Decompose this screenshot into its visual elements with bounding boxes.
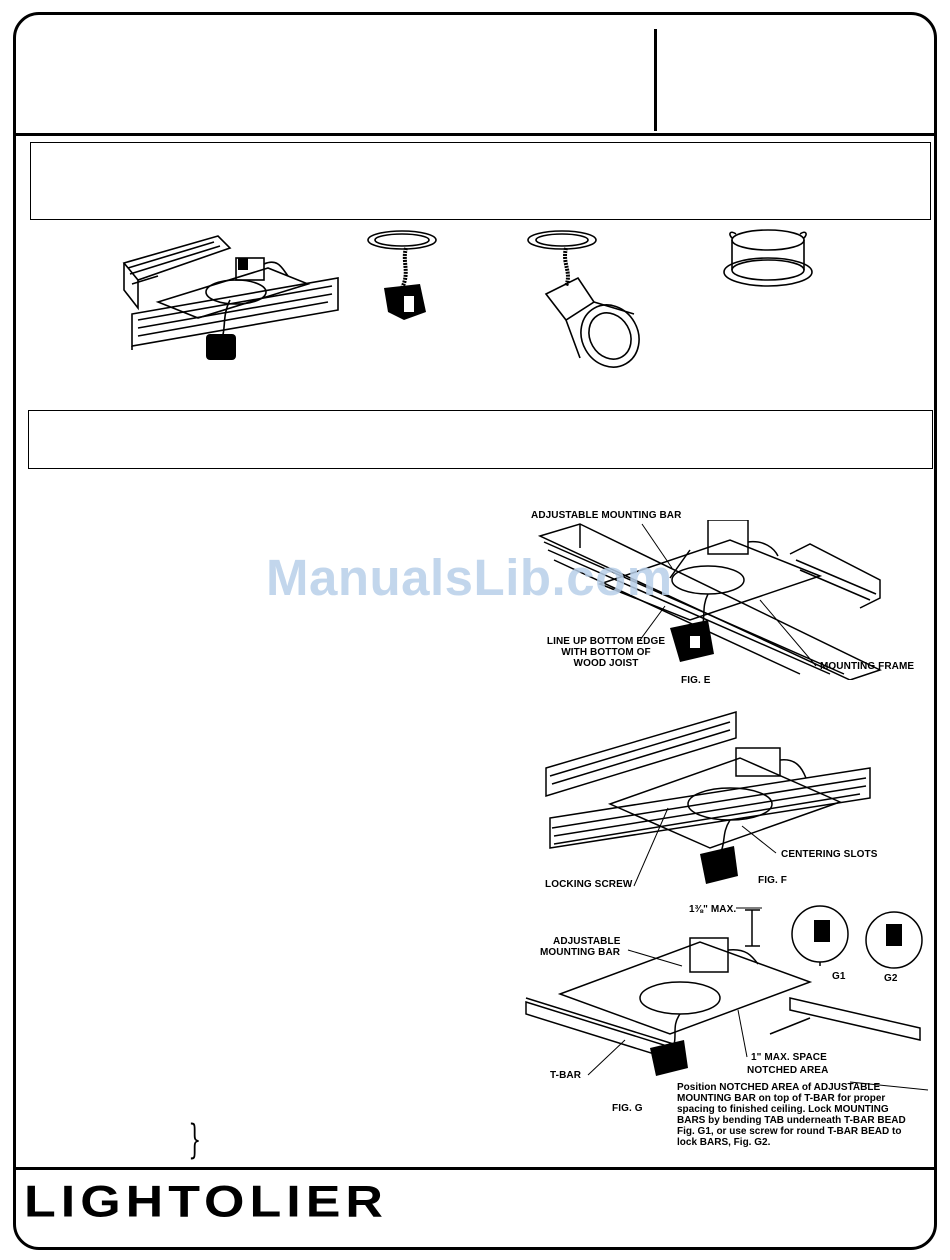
fig-f-label-locking-screw: LOCKING SCREW xyxy=(545,879,633,890)
fig-e-label-mounting-frame: MOUNTING FRAME xyxy=(820,661,915,672)
fig-g-label-mounting-bar-1: ADJUSTABLE xyxy=(553,936,621,947)
trim-ring-image xyxy=(723,229,813,287)
curly-brace-mark: } xyxy=(188,1117,202,1163)
fig-g-label-g1: G1 xyxy=(832,971,846,982)
reflector-lamp-image xyxy=(527,230,640,368)
fig-g-label-max-space: 1" MAX. SPACE xyxy=(751,1052,827,1063)
fig-g-label-notched-area: NOTCHED AREA xyxy=(747,1065,829,1076)
fig-g-note-line-3: spacing to finished ceiling. Lock MOUNTI… xyxy=(677,1104,889,1115)
fig-f-caption: FIG. F xyxy=(758,875,787,886)
fig-e-label-mounting-bar: ADJUSTABLE MOUNTING BAR xyxy=(531,510,682,521)
header-divider xyxy=(16,133,934,136)
fig-g-note-line-2: MOUNTING BAR on top of T-BAR for proper xyxy=(677,1093,886,1104)
fig-e-label-line-up-3: WOOD JOIST xyxy=(573,658,639,669)
fig-e-label-line-up-2: WITH BOTTOM OF xyxy=(561,647,651,658)
fig-e-diagram xyxy=(537,520,882,680)
fig-g-note-line-1: Position NOTCHED AREA of ADJUSTABLE xyxy=(677,1082,881,1093)
fig-f-diagram xyxy=(545,710,871,884)
fig-e-label-line-up-1: LINE UP BOTTOM EDGE xyxy=(546,636,666,647)
description-box xyxy=(30,142,931,220)
fig-e-caption: FIG. E xyxy=(681,675,711,686)
socket-with-trim-ring-image xyxy=(367,230,437,320)
fig-g-label-max-height: 1⅜" MAX. xyxy=(689,904,737,915)
lightolier-logo: LIGHTOLIER xyxy=(24,1177,388,1228)
watermark: ManualsLib.com xyxy=(266,549,673,606)
fig-g-note-line-4: BARS by bending TAB underneath T-BAR BEA… xyxy=(677,1115,906,1126)
instructions-box xyxy=(28,410,933,469)
housing-on-joists-image xyxy=(122,235,339,360)
fig-g-diagram xyxy=(525,905,923,1076)
footer-divider xyxy=(16,1167,934,1170)
fig-g-note-line-6: lock BARS, Fig. G2. xyxy=(677,1137,771,1148)
fig-g-note-line-5: Fig. G1, or use screw for round T-BAR BE… xyxy=(677,1126,902,1137)
fig-g-label-mounting-bar-2: MOUNTING BAR xyxy=(540,947,621,958)
header-column-divider xyxy=(654,29,657,131)
fig-g-label-g2: G2 xyxy=(884,973,898,984)
page-frame xyxy=(13,12,937,1250)
fig-g-note: Position NOTCHED AREA of ADJUSTABLE MOUN… xyxy=(677,1082,906,1148)
fig-f-label-centering-slots: CENTERING SLOTS xyxy=(781,849,878,860)
fig-g-label-t-bar: T-BAR xyxy=(550,1070,582,1081)
fig-g-caption: FIG. G xyxy=(612,1103,643,1114)
